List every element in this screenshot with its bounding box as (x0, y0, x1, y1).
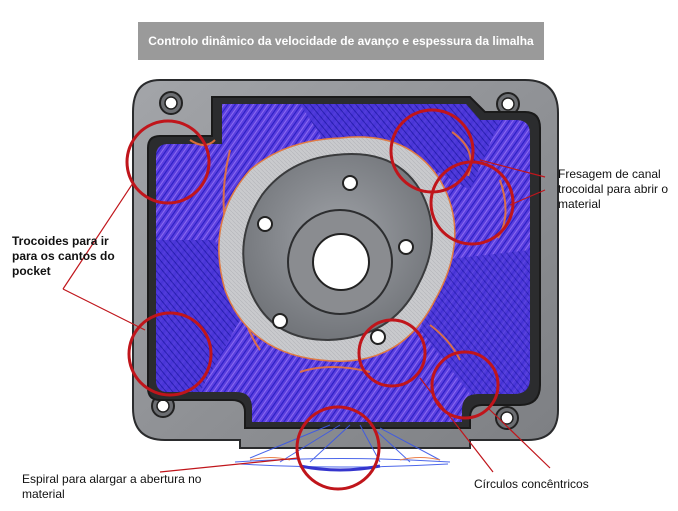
callout-concentric-circles: Círculos concêntricos (474, 477, 589, 491)
boss-bolt-holes (257, 175, 414, 345)
callout-leader-lines (62, 159, 551, 473)
highlight-circle-right-channel (429, 160, 515, 246)
callout-trochoidal-channel: Fresagem de canal trocoidal para abrir o… (558, 167, 669, 211)
highlight-circle-spiral (295, 405, 381, 491)
bore-hole (312, 233, 370, 291)
callout-corner-trochoids: Trocoides para ir para os cantos do pock… (12, 234, 115, 278)
diagram-title: Controlo dinâmico da velocidade de avanç… (138, 22, 544, 60)
highlight-circle-bottom-left-corner (127, 311, 213, 397)
callout-spiral: Espiral para alargar a abertura no mater… (22, 472, 202, 501)
highlight-circles (125, 108, 515, 491)
highlight-circle-concentric-right (430, 350, 500, 420)
highlight-circle-top-left-corner (125, 119, 211, 205)
highlight-circle-concentric-center (357, 318, 427, 388)
